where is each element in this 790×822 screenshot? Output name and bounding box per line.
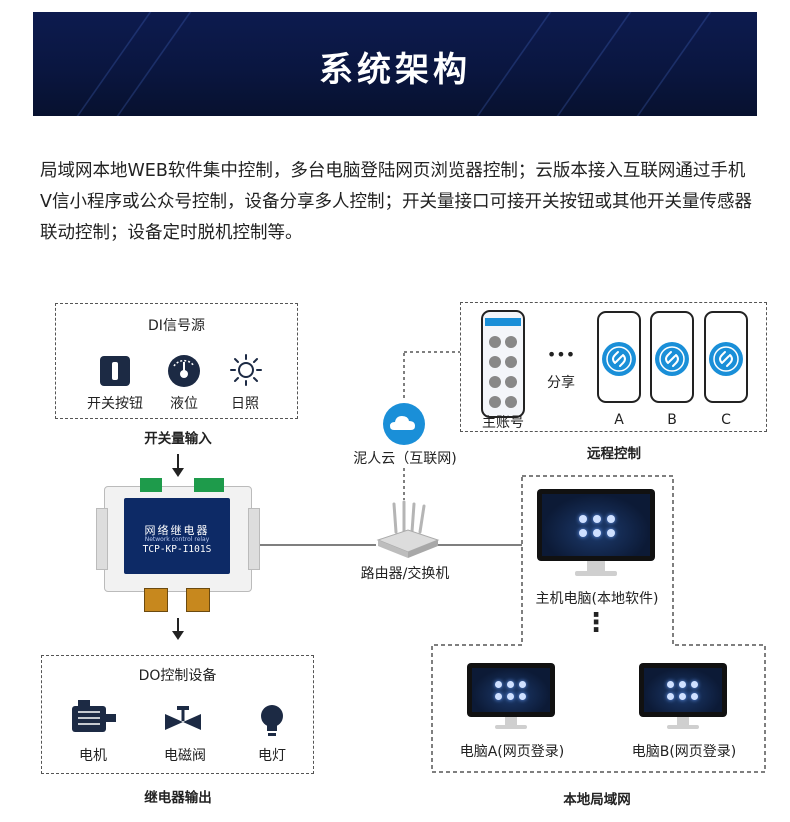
do-device-box — [41, 655, 314, 774]
computer-b — [639, 663, 727, 733]
app-link-icon — [602, 342, 636, 376]
phone-b-label: B — [667, 412, 677, 428]
shared-phone-b — [650, 311, 694, 403]
description-text: 局域网本地WEB软件集中控制，多台电脑登陆网页浏览器控制；云版本接入互联网通过手… — [40, 161, 752, 243]
phone-c-label: C — [721, 412, 731, 428]
main-account-phone — [481, 310, 525, 418]
app-link-icon — [655, 342, 689, 376]
remote-control-box — [460, 302, 767, 432]
do-box-title: DO控制设备 — [138, 668, 217, 684]
solenoid-valve-icon — [165, 706, 201, 730]
di-item-switch: 开关按钮 — [87, 396, 143, 412]
pc-b-label: 电脑B(网页登录) — [631, 744, 737, 760]
do-caption: 继电器输出 — [144, 790, 212, 806]
shared-phone-a — [597, 311, 641, 403]
sunlight-icon — [230, 354, 262, 386]
main-account-label: 主账号 — [482, 415, 524, 431]
liquid-level-icon — [168, 355, 200, 387]
relay-model: TCP-KP-I101S — [142, 544, 212, 555]
lan-vertical-dots: ⋮ — [583, 608, 609, 638]
router-label: 路由器/交换机 — [360, 566, 450, 582]
di-item-level: 液位 — [170, 396, 198, 412]
di-item-sunlight: 日照 — [231, 396, 259, 412]
page-title: 系统架构 — [319, 50, 471, 90]
phone-a-label: A — [614, 412, 624, 428]
router-icon — [376, 500, 440, 558]
computer-a — [467, 663, 555, 733]
remote-caption: 远程控制 — [587, 446, 641, 462]
cloud-label: 泥人云（互联网) — [353, 451, 457, 467]
di-caption: 开关量输入 — [144, 431, 212, 447]
do-item-motor: 电机 — [79, 748, 107, 764]
cloud-icon — [383, 403, 425, 445]
network-relay-device: 网络继电器 Network control relay TCP-KP-I101S — [96, 478, 260, 616]
share-ellipsis: ••• — [546, 345, 576, 364]
relay-name-cn: 网络继电器 — [144, 524, 210, 537]
host-label: 主机电脑(本地软件) — [535, 591, 659, 607]
header-banner: 系统架构 — [33, 12, 757, 116]
pc-a-label: 电脑A(网页登录) — [459, 744, 565, 760]
relay-name-en: Network control relay — [144, 536, 210, 543]
motor-icon — [72, 700, 116, 732]
do-item-light: 电灯 — [258, 748, 286, 764]
shared-phone-c — [704, 311, 748, 403]
do-item-valve: 电磁阀 — [164, 748, 206, 764]
switch-button-icon — [100, 356, 130, 386]
app-link-icon — [709, 342, 743, 376]
di-box-title: DI信号源 — [148, 318, 205, 334]
share-label: 分享 — [547, 375, 575, 391]
di-signal-box — [55, 303, 298, 419]
lan-caption: 本地局域网 — [563, 792, 631, 808]
host-computer — [537, 489, 655, 581]
lightbulb-icon — [261, 705, 283, 736]
